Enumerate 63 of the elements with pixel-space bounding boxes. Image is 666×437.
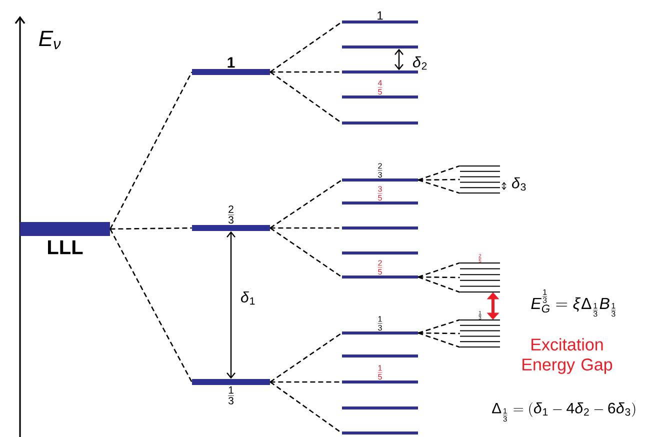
node-label: 1 [378, 11, 383, 20]
connector-line [110, 228, 192, 382]
connector-line [418, 332, 460, 334]
line-stack: $\frac{1}{3}$ [460, 311, 500, 348]
energy-level [342, 70, 418, 74]
connector-line [270, 179, 342, 229]
energy-level: $\frac{3}{5}$ [342, 186, 418, 204]
node-label: $\frac{1}{5}$ [378, 365, 382, 380]
connector-line [418, 179, 460, 194]
connector-line [110, 227, 192, 230]
connector-line [270, 71, 342, 73]
connector-line [270, 381, 342, 383]
node-label: $\frac{1}{3}$ [228, 386, 234, 404]
connector-line [418, 178, 460, 181]
node-label: $\frac{3}{5}$ [378, 186, 382, 201]
node-label: $\frac{2}{3}$ [228, 206, 234, 224]
edge-label: $\delta_1$ [241, 291, 255, 305]
connector-line [418, 319, 460, 334]
gap-formula: $E_{G}^{\frac{1}{3}}=\xi\Delta_{\frac{1}{3}}B_{\frac{1}{3}}$ [531, 289, 616, 317]
energy-level: $\frac{1}{3}$ [192, 379, 270, 404]
node-label: 1 [228, 57, 235, 68]
energy-level [342, 432, 418, 434]
energy-level [342, 354, 418, 358]
connector-line [270, 332, 342, 383]
energy-level: 1 [342, 11, 418, 24]
energy-level [342, 252, 418, 254]
node-label: $\frac{4}{5}$ [378, 80, 382, 95]
connector-line [418, 276, 460, 278]
edge-label: $\delta_2$ [413, 56, 427, 70]
node-label: $\frac{2}{5}$ [378, 260, 382, 275]
delta-label: $\delta_3$ [512, 177, 526, 191]
connector-line [418, 276, 460, 293]
gap-caption: Excitation Energy Gap [522, 338, 612, 374]
delta-formula: $\Delta_{\frac{1}{3}}=(\delta_1-4\delta_2-6\delta_3)$ [492, 402, 636, 422]
energy-level [342, 46, 418, 48]
arrow [394, 48, 404, 70]
energy-level: 1 [192, 57, 270, 75]
connector-line [418, 165, 460, 181]
line-stack [460, 166, 500, 194]
energy-level [342, 226, 418, 230]
connector-line [270, 21, 342, 73]
node-label: LLL [48, 240, 83, 254]
connector-line [418, 262, 460, 278]
arrow [226, 231, 236, 379]
connector-line [418, 332, 460, 348]
node-label: $\frac{2}{3}$ [378, 163, 382, 178]
axis-label: $E_{\nu}$ [39, 30, 61, 50]
energy-level: $\frac{1}{5}$ [342, 365, 418, 384]
connector-line [110, 72, 192, 230]
connector-line [270, 227, 342, 229]
connector-line [270, 227, 342, 278]
connector-line [270, 71, 342, 124]
energy-level: $\frac{2}{3}$ [342, 163, 418, 182]
energy-level: $\frac{2}{5}$ [342, 260, 418, 278]
energy-level [342, 122, 418, 124]
node-label: $\frac{1}{3}$ [378, 316, 382, 331]
energy-level: $\frac{1}{3}$ [342, 316, 418, 334]
energy-level: $\frac{2}{3}$ [192, 206, 270, 231]
connector-line [270, 381, 342, 434]
line-stack: $\frac{2}{5}$ [460, 254, 500, 292]
energy-level [342, 406, 418, 410]
energy-level: LLL [20, 222, 110, 254]
energy-level: $\frac{4}{5}$ [342, 80, 418, 98]
